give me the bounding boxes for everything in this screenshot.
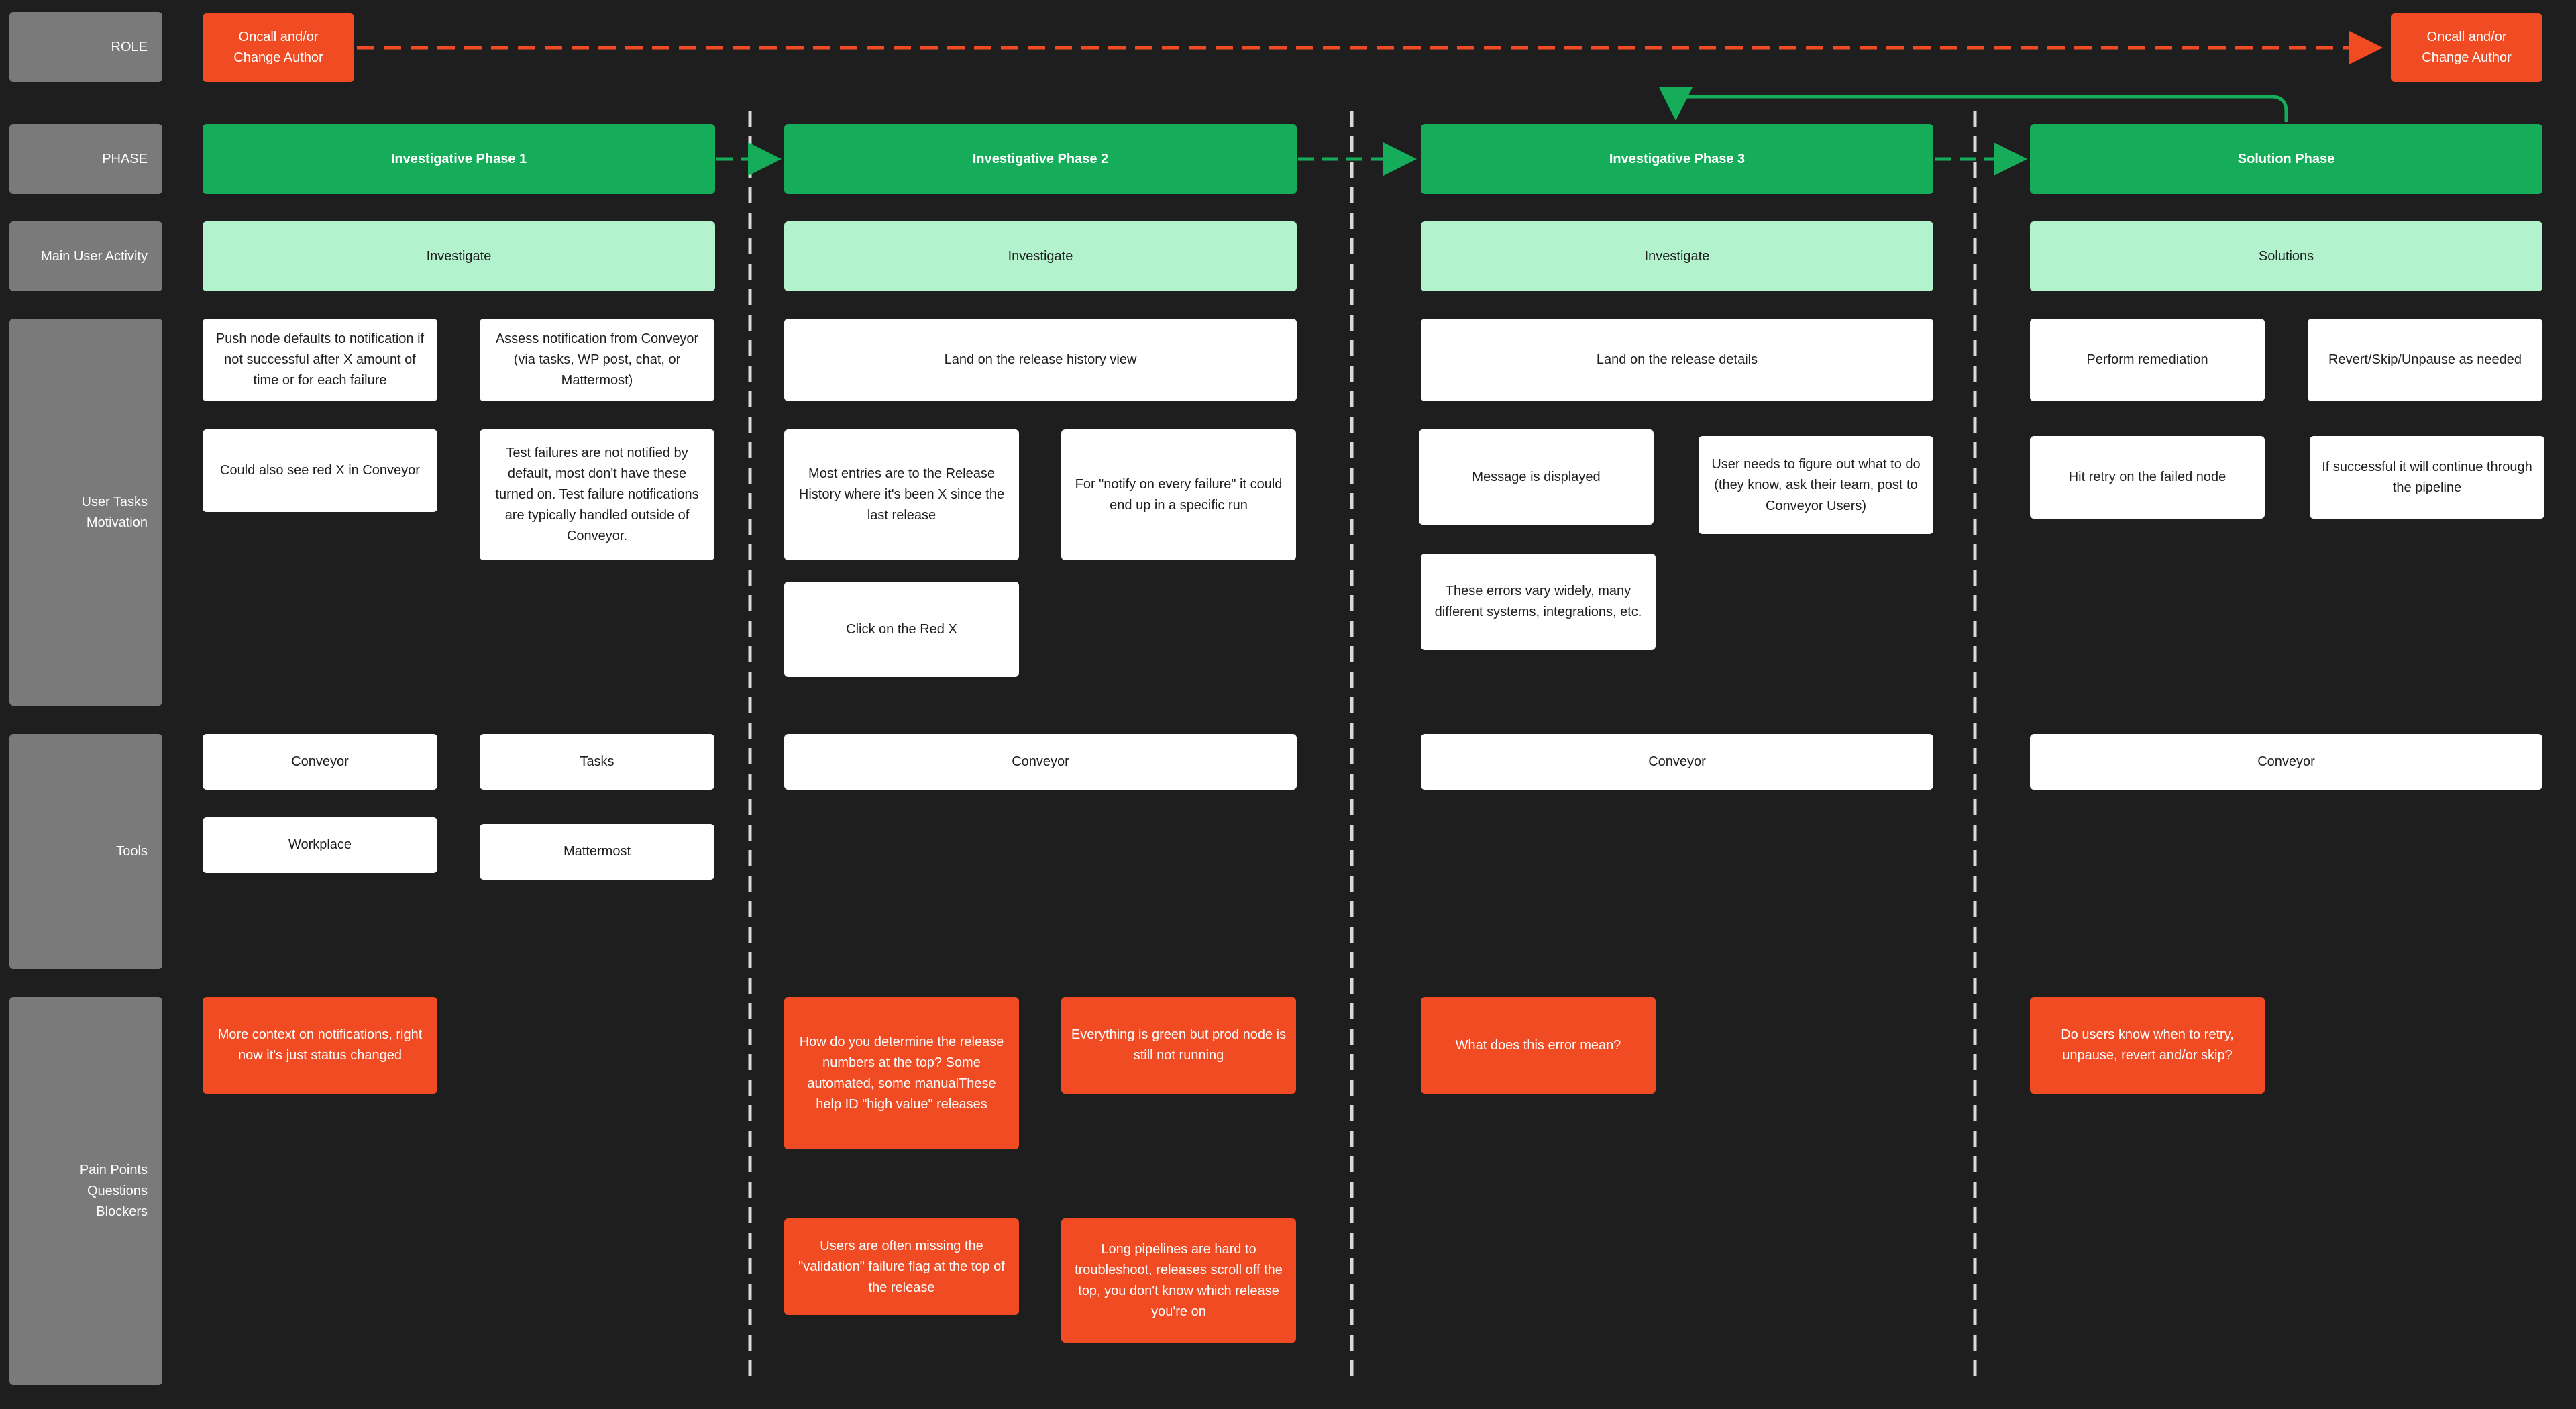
tool-note: Mattermost: [480, 824, 714, 880]
activity-solution: Solutions: [2030, 221, 2542, 291]
task-note: Most entries are to the Release History …: [784, 429, 1019, 560]
activity-1: Investigate: [203, 221, 715, 291]
phase-3: Investigative Phase 3: [1421, 124, 1933, 194]
role-start: Oncall and/or Change Author: [203, 13, 354, 82]
tool-note: Conveyor: [1421, 734, 1933, 790]
row-label-activity: Main User Activity: [9, 221, 162, 291]
pain-point-note: Users are often missing the "validation"…: [784, 1218, 1019, 1315]
row-label-phase: PHASE: [9, 124, 162, 194]
row-label-tools: Tools: [9, 734, 162, 969]
task-note: For "notify on every failure" it could e…: [1061, 429, 1296, 560]
task-note: Test failures are not notified by defaul…: [480, 429, 714, 560]
pain-point-note: What does this error mean?: [1421, 997, 1656, 1094]
task-note: These errors vary widely, many different…: [1421, 554, 1656, 650]
task-note: Assess notification from Conveyor (via t…: [480, 319, 714, 401]
pain-point-note: Do users know when to retry, unpause, re…: [2030, 997, 2265, 1094]
phase-1: Investigative Phase 1: [203, 124, 715, 194]
task-note: Land on the release details: [1421, 319, 1933, 401]
task-note: Revert/Skip/Unpause as needed: [2308, 319, 2542, 401]
row-label-pain-points: Pain Points Questions Blockers: [9, 997, 162, 1385]
task-note: Message is displayed: [1419, 429, 1654, 525]
task-note: Could also see red X in Conveyor: [203, 429, 437, 512]
task-note: Perform remediation: [2030, 319, 2265, 401]
row-label-role: ROLE: [9, 12, 162, 82]
loop-back-arrow: [1659, 87, 2288, 122]
pain-point-note: Long pipelines are hard to troubleshoot,…: [1061, 1218, 1296, 1343]
pain-point-note: How do you determine the release numbers…: [784, 997, 1019, 1149]
tool-note: Tasks: [480, 734, 714, 790]
task-note: Push node defaults to notification if no…: [203, 319, 437, 401]
pain-point-note: Everything is green but prod node is sti…: [1061, 997, 1296, 1094]
task-note: Land on the release history view: [784, 319, 1297, 401]
task-note: User needs to figure out what to do (the…: [1699, 436, 1933, 534]
task-note: Click on the Red X: [784, 582, 1019, 677]
tool-note: Conveyor: [2030, 734, 2542, 790]
tool-note: Workplace: [203, 817, 437, 873]
task-note: Hit retry on the failed node: [2030, 436, 2265, 519]
tool-note: Conveyor: [203, 734, 437, 790]
row-label-tasks: User Tasks Motivation: [9, 319, 162, 706]
activity-2: Investigate: [784, 221, 1297, 291]
tool-note: Conveyor: [784, 734, 1297, 790]
role-end: Oncall and/or Change Author: [2391, 13, 2542, 82]
phase-solution: Solution Phase: [2030, 124, 2542, 194]
activity-3: Investigate: [1421, 221, 1933, 291]
phase-2: Investigative Phase 2: [784, 124, 1297, 194]
task-note: If successful it will continue through t…: [2310, 436, 2544, 519]
pain-point-note: More context on notifications, right now…: [203, 997, 437, 1094]
